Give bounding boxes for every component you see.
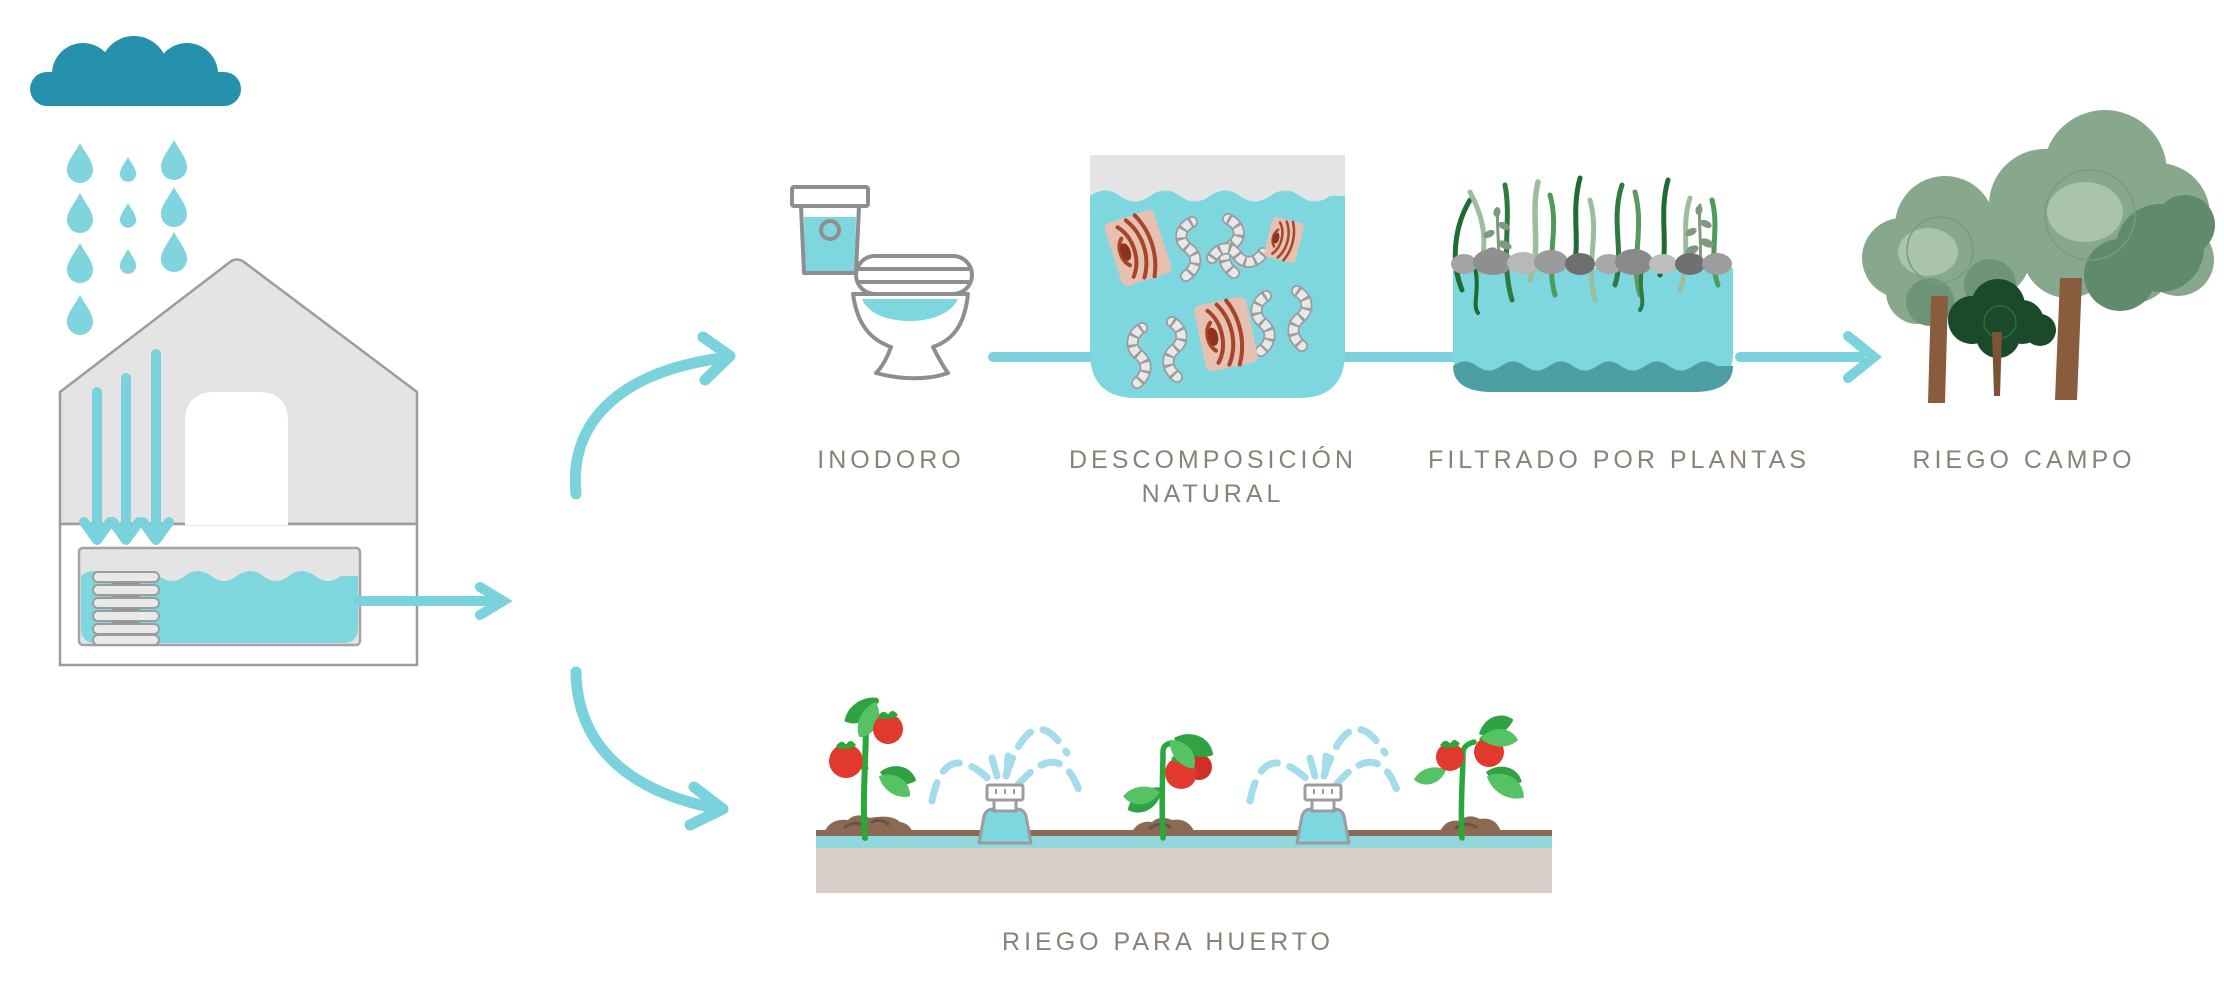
filter-deep-water bbox=[1453, 361, 1733, 392]
tree-large bbox=[1989, 110, 2215, 311]
house-outflow-arrow bbox=[353, 582, 513, 620]
sprinkler-spray bbox=[1246, 725, 1403, 805]
label-descomposicion-line1: DESCOMPOSICIÓN bbox=[1069, 445, 1357, 474]
sprinkler-icon bbox=[1295, 783, 1351, 845]
heat-exchanger-coil bbox=[92, 571, 160, 646]
garden-icon bbox=[816, 692, 1552, 893]
label-inodoro: INODORO bbox=[817, 446, 964, 474]
house-door bbox=[185, 392, 288, 525]
tree-small-dark bbox=[1948, 279, 2056, 396]
plant-filter-icon bbox=[1451, 175, 1733, 392]
rain-cloud-icon bbox=[30, 36, 241, 106]
branch-arrow-down bbox=[570, 666, 729, 831]
house-icon bbox=[58, 258, 419, 667]
label-filtrado: FILTRADO POR PLANTAS bbox=[1428, 446, 1810, 474]
trees-icon bbox=[1862, 110, 2215, 403]
label-descomposicion-line2: NATURAL bbox=[1142, 480, 1285, 508]
garden-water-layer bbox=[816, 836, 1552, 848]
collection-tank bbox=[77, 546, 362, 647]
tree-trunk bbox=[2055, 278, 2082, 400]
tree-trunk bbox=[1928, 296, 1948, 403]
tomato-plant-icon bbox=[1122, 726, 1218, 841]
toilet-icon bbox=[790, 185, 974, 381]
filter-plants bbox=[1452, 175, 1721, 315]
arrow-filter-trees bbox=[1735, 331, 1882, 383]
tomato-plant-icon bbox=[823, 692, 919, 841]
branch-arrow-up bbox=[569, 331, 736, 500]
tree-trunk bbox=[1992, 332, 2002, 396]
decomposition-tank-icon bbox=[1090, 155, 1345, 398]
sprinkler-icon bbox=[977, 783, 1033, 845]
flush-button bbox=[819, 219, 841, 241]
garden-ground bbox=[816, 848, 1552, 893]
rain-inflow-arrows bbox=[79, 349, 174, 545]
label-riego-campo: RIEGO CAMPO bbox=[1912, 446, 2135, 474]
raindrops bbox=[67, 140, 187, 335]
toilet-tank-water bbox=[804, 217, 856, 271]
label-riego-huerto: RIEGO PARA HUERTO bbox=[1002, 928, 1334, 956]
toilet-bowl-water bbox=[862, 299, 958, 321]
tomato-plant-icon bbox=[1412, 711, 1530, 841]
filter-pebbles bbox=[1451, 249, 1732, 275]
sprinkler-spray bbox=[928, 725, 1085, 805]
